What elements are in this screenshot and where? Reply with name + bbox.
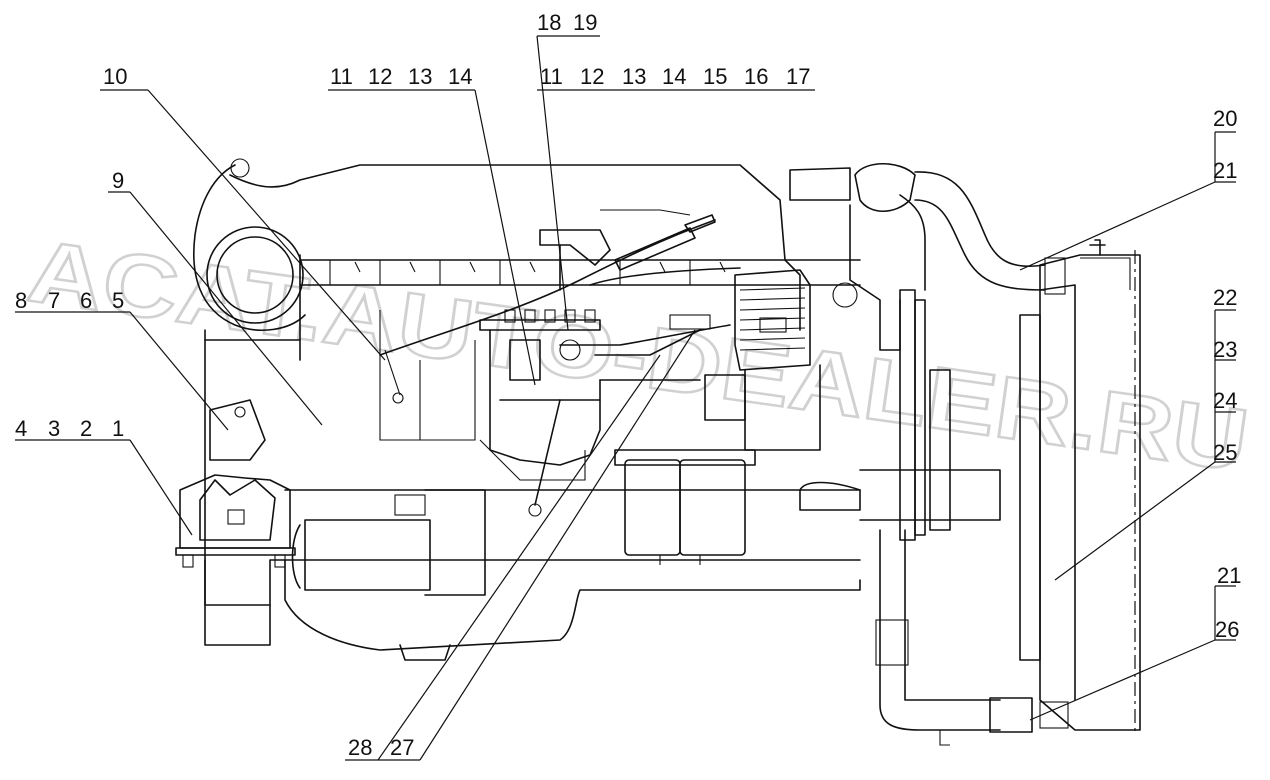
lower-radiator-hose <box>875 529 1069 733</box>
fuel-filters <box>614 449 756 565</box>
callout-21-top: 21 <box>1213 158 1237 183</box>
callout-25: 25 <box>1213 440 1237 465</box>
callout-12b: 12 <box>580 64 604 89</box>
callout-15: 15 <box>703 64 727 89</box>
throttle-cable <box>379 209 716 404</box>
callout-6: 6 <box>80 288 92 313</box>
engine-mount <box>175 399 296 606</box>
callout-4: 4 <box>15 416 27 441</box>
callout-5: 5 <box>112 288 124 313</box>
callout-12a: 12 <box>368 64 392 89</box>
callout-19: 19 <box>573 10 597 35</box>
engine-block <box>204 259 861 661</box>
callout-20: 20 <box>1213 106 1237 131</box>
callout-labels: 8 7 6 5 4 3 2 1 10 9 11 12 13 14 18 19 1… <box>15 10 1241 760</box>
callout-11b: 11 <box>540 64 563 89</box>
callout-9: 9 <box>112 168 124 193</box>
callout-13a: 13 <box>408 64 432 89</box>
callout-10: 10 <box>103 64 127 89</box>
callout-26: 26 <box>1215 617 1239 642</box>
callout-28: 28 <box>348 735 372 760</box>
fuel-lines <box>559 267 741 381</box>
leader-lines <box>15 35 1236 761</box>
callout-27: 27 <box>390 735 414 760</box>
callout-21-bottom: 21 <box>1217 563 1241 588</box>
callout-18: 18 <box>537 10 561 35</box>
callout-23: 23 <box>1213 337 1237 362</box>
engine-drawing <box>175 158 1141 746</box>
callout-22: 22 <box>1213 285 1237 310</box>
callout-2: 2 <box>80 416 92 441</box>
callout-16: 16 <box>744 64 768 89</box>
callout-8: 8 <box>15 288 27 313</box>
callout-24: 24 <box>1213 388 1237 413</box>
callout-11a: 11 <box>330 64 353 89</box>
callout-13b: 13 <box>622 64 646 89</box>
callout-17: 17 <box>786 64 810 89</box>
pulleys <box>799 282 1001 541</box>
upper-radiator-hose <box>789 163 1066 351</box>
radiator <box>939 239 1141 746</box>
callout-3: 3 <box>48 416 60 441</box>
callout-7: 7 <box>48 288 60 313</box>
callout-14b: 14 <box>662 64 686 89</box>
callout-14a: 14 <box>448 64 472 89</box>
starter-motor <box>291 489 486 596</box>
air-compressor <box>704 269 821 451</box>
callout-1: 1 <box>112 416 124 441</box>
turbocharger <box>193 158 801 361</box>
